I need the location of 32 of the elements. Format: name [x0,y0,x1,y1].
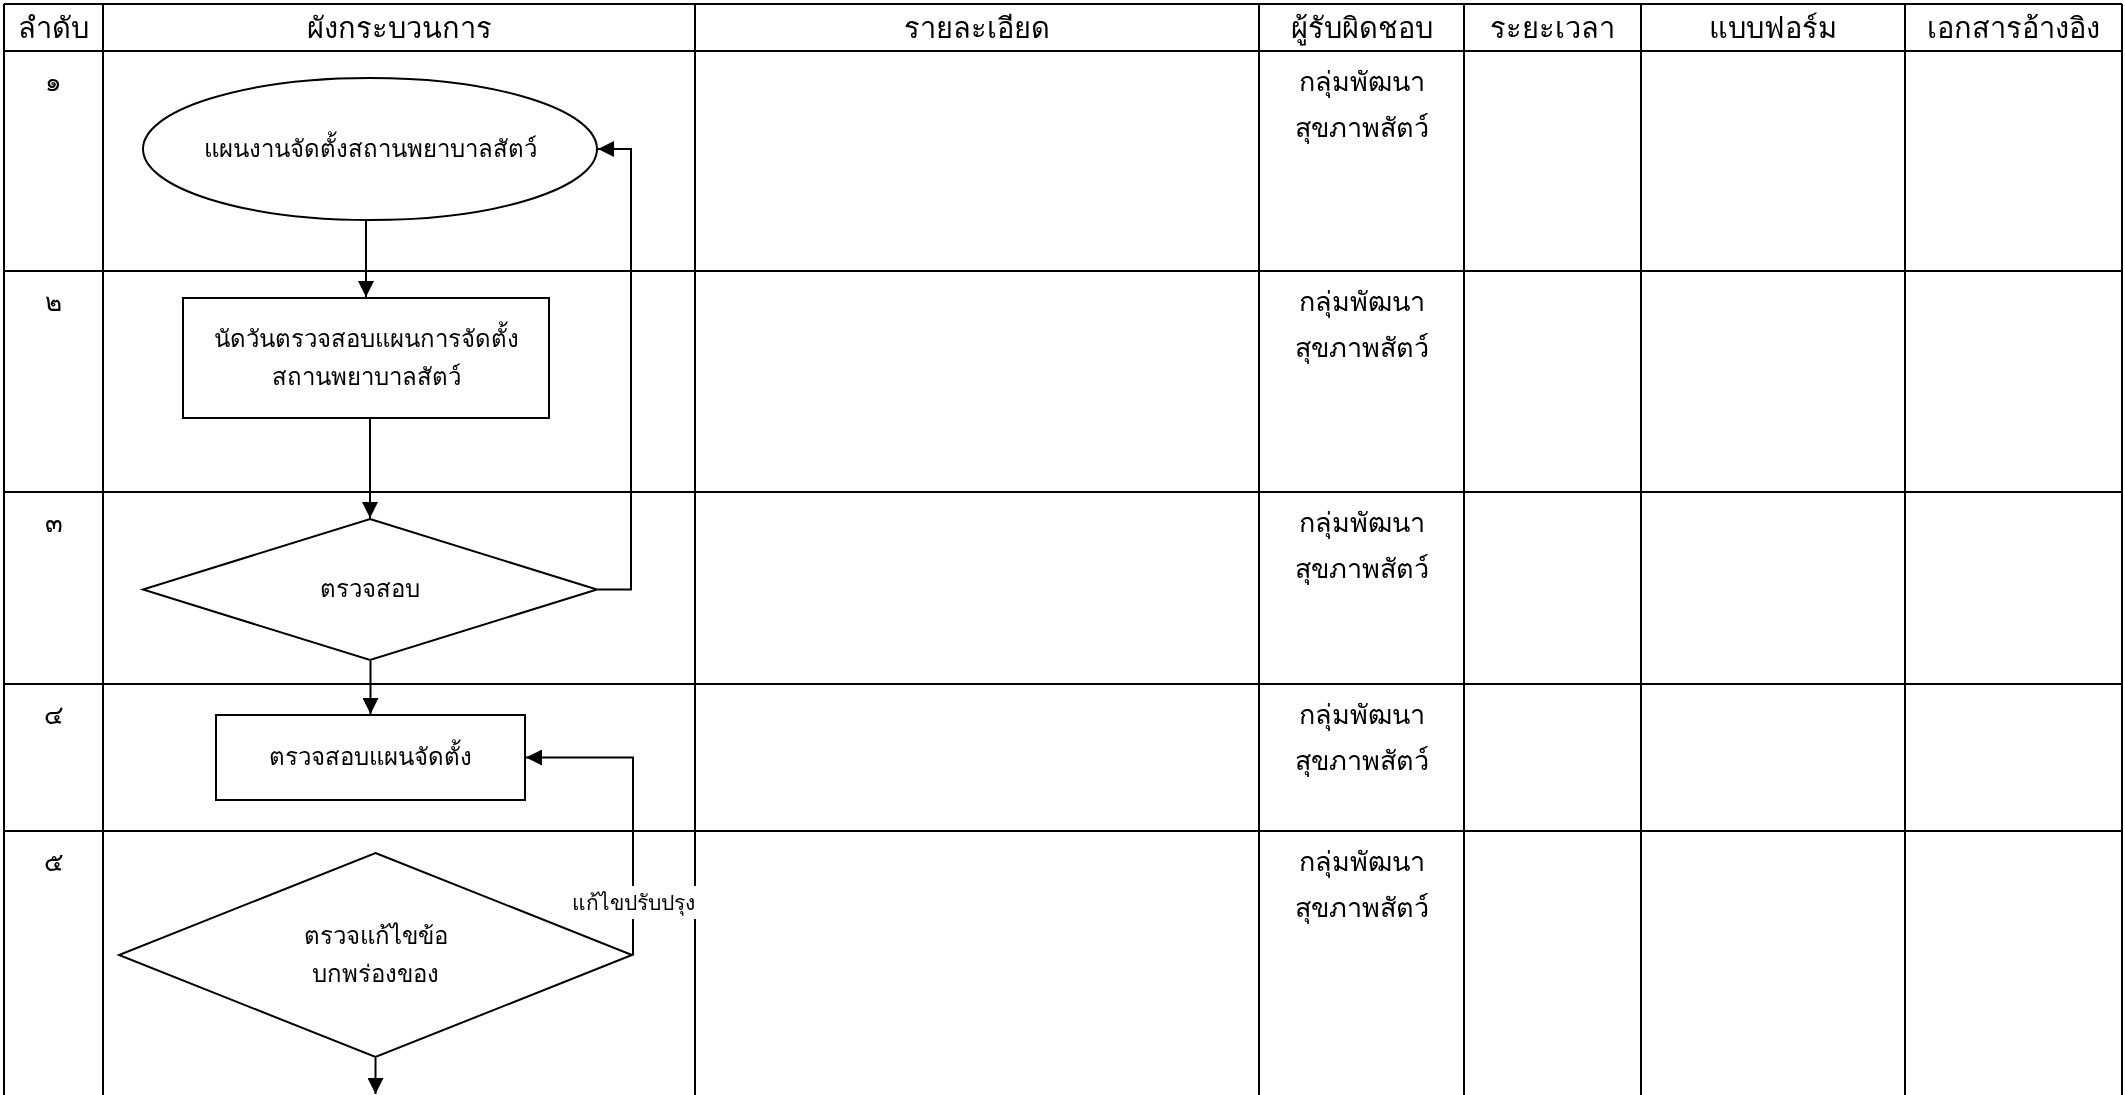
responsible-unit: กลุ่มพัฒนาสุขภาพสัตว์ [1293,845,1430,926]
step-number: ๕ [42,846,65,879]
decision-diamond [142,518,598,661]
column-header: ผู้รับผิดชอบ [1289,10,1434,48]
step-number: ๒ [44,286,63,319]
arrow [358,220,374,298]
column-header: ผังกระบวนการ [305,10,493,47]
process-box [182,297,550,419]
responsible-unit: กลุ่มพัฒนาสุขภาพสัตว์ [1293,698,1430,779]
responsible-unit: กลุ่มพัฒนาสุขภาพสัตว์ [1293,285,1430,366]
step-number: ๓ [43,507,64,540]
column-header: เอกสารอ้างอิง [1926,10,2101,47]
responsible-unit: กลุ่มพัฒนาสุขภาพสัตว์ [1293,506,1430,587]
step-number: ๑ [44,66,63,99]
responsible-unit: กลุ่มพัฒนาสุขภาพสัตว์ [1293,65,1430,146]
process-box [215,714,526,801]
node-text: ตรวจแก้ไขข้อบกพร่องของ [302,920,449,990]
column-header: แบบฟอร์ม [1708,10,1838,47]
arrow [367,1057,384,1095]
node-text: นัดวันตรวจสอบแผนการจัดตั้งสถานพยาบาลสัตว์ [206,319,526,397]
column-header: ระยะเวลา [1489,10,1616,47]
node-text: ตรวจสอบแผนจัดตั้ง [269,738,472,777]
node-text: ตรวจสอบ [320,574,420,606]
arrow [525,749,634,956]
arrow [362,418,378,519]
arrow [362,660,379,715]
column-header: รายละเอียด [903,10,1051,47]
step-number: ๔ [42,699,65,732]
arrow [597,141,632,591]
node-text: แผนงานจัดตั้งสถานพยาบาลสัตว์ [203,129,537,169]
column-header: ลำดับ [17,10,90,47]
start-ellipse [142,77,598,221]
